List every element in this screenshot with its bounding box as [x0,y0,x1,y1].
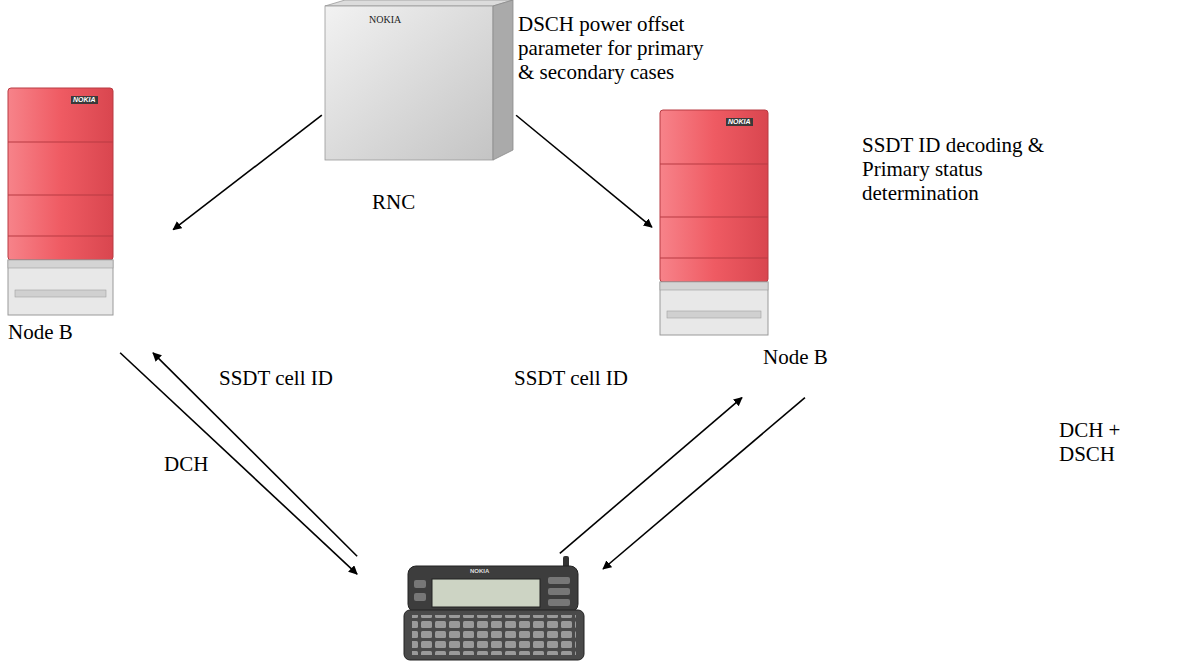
node-label: Node B [8,320,73,344]
rnc-node: NOKIA RNC [325,0,513,230]
brand-label: NOKIA [369,14,401,26]
signal-arrow [603,398,805,569]
signal-arrow [516,115,652,227]
node-label: RNC [372,190,415,214]
edge-label: DCH [163,452,209,476]
brand-logo: NOKIA [470,568,489,575]
node-b: NOKIA Node B [655,110,835,395]
edge-label: SSDT cell ID [513,366,629,390]
annotation-note: DSCH power offset parameter for primary … [518,12,714,84]
node-b-cabinet [660,110,768,335]
annotation-note: SSDT ID decoding & Primary status determ… [862,133,1062,205]
node-b-cabinet [8,88,113,315]
brand-logo: NOKIA [726,118,753,126]
signal-arrow [560,398,742,554]
node-label: Node B [763,345,828,369]
brand-logo: NOKIA [71,96,98,104]
signal-arrow [173,115,322,230]
mobile-terminal-node: NOKIA [360,556,600,660]
node-b: NOKIA Node B [5,88,170,350]
edge-label: DCH + DSCH [1058,418,1130,466]
edge-label: SSDT cell ID [218,366,334,390]
rnc-cabinet [325,0,513,160]
signal-arrow [120,353,357,574]
signal-arrow [153,353,357,556]
mobile-terminal [404,556,584,660]
